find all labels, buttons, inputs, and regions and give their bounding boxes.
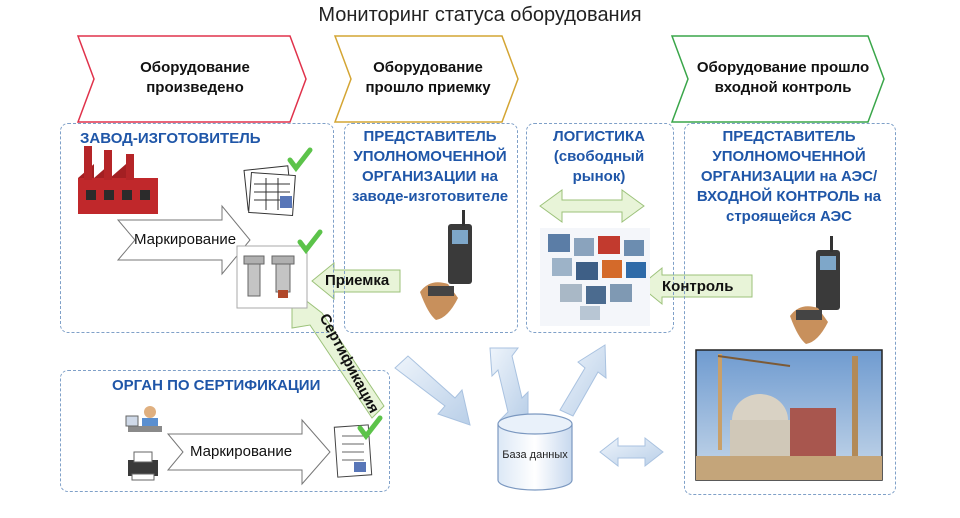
valve-icon bbox=[243, 255, 295, 298]
panel-rep-npp bbox=[684, 123, 896, 495]
rep-npp-title: ПРЕДСТАВИТЕЛЬ УПОЛНОМОЧЕННОЙ ОРГАНИЗАЦИИ… bbox=[696, 128, 882, 225]
marking-label-cert: Маркирование bbox=[190, 443, 293, 460]
database-label: База данных bbox=[502, 449, 568, 461]
page-title: Мониторинг статуса оборудования bbox=[318, 4, 642, 26]
stage-chevron-produced bbox=[76, 35, 307, 123]
panel-rep-factory bbox=[344, 123, 518, 333]
control-arrow bbox=[639, 266, 753, 306]
logistics-title: ЛОГИСТИКА (свободный рынок) bbox=[553, 128, 645, 185]
stage-chevron-accepted bbox=[333, 35, 519, 123]
certificate-document-icon bbox=[333, 424, 373, 478]
check-icon bbox=[297, 229, 323, 255]
cert-title: ОРГАН ПО СЕРТИФИКАЦИИ bbox=[112, 377, 321, 394]
arrow-db-logistics bbox=[559, 344, 607, 417]
printer-icon bbox=[128, 451, 158, 481]
person-at-desk-icon bbox=[125, 406, 162, 432]
documents-icon bbox=[243, 165, 296, 217]
panel-factory bbox=[60, 123, 334, 333]
marking-arrow-cert bbox=[166, 418, 331, 486]
check-icon bbox=[287, 147, 313, 173]
scanner-icon bbox=[420, 210, 472, 320]
marking-arrow-factory bbox=[116, 204, 251, 276]
check-icon bbox=[357, 415, 383, 441]
npp-construction-photo bbox=[695, 349, 883, 481]
panel-cert bbox=[60, 370, 390, 492]
arrow-to-db-left bbox=[394, 355, 471, 426]
stage-chevron-inspected bbox=[670, 35, 885, 123]
arrow-db-bidirect-rep bbox=[489, 347, 529, 421]
logistics-collage-image bbox=[540, 228, 650, 326]
scanner-icon bbox=[790, 236, 840, 344]
control-label: Контроль bbox=[662, 278, 734, 295]
acceptance-label: Приемка bbox=[325, 272, 390, 289]
marking-label-factory: Маркирование bbox=[134, 231, 237, 248]
acceptance-arrow bbox=[311, 261, 401, 301]
arrow-db-npp bbox=[599, 436, 664, 468]
factory-icon bbox=[78, 146, 158, 214]
database-icon bbox=[497, 413, 573, 491]
factory-title: ЗАВОД-ИЗГОТОВИТЕЛЬ bbox=[80, 130, 261, 147]
logistics-double-arrow bbox=[539, 189, 645, 223]
panel-logistics bbox=[526, 123, 674, 333]
rep-factory-title: ПРЕДСТАВИТЕЛЬ УПОЛНОМОЧЕННОЙ ОРГАНИЗАЦИИ… bbox=[351, 128, 509, 205]
